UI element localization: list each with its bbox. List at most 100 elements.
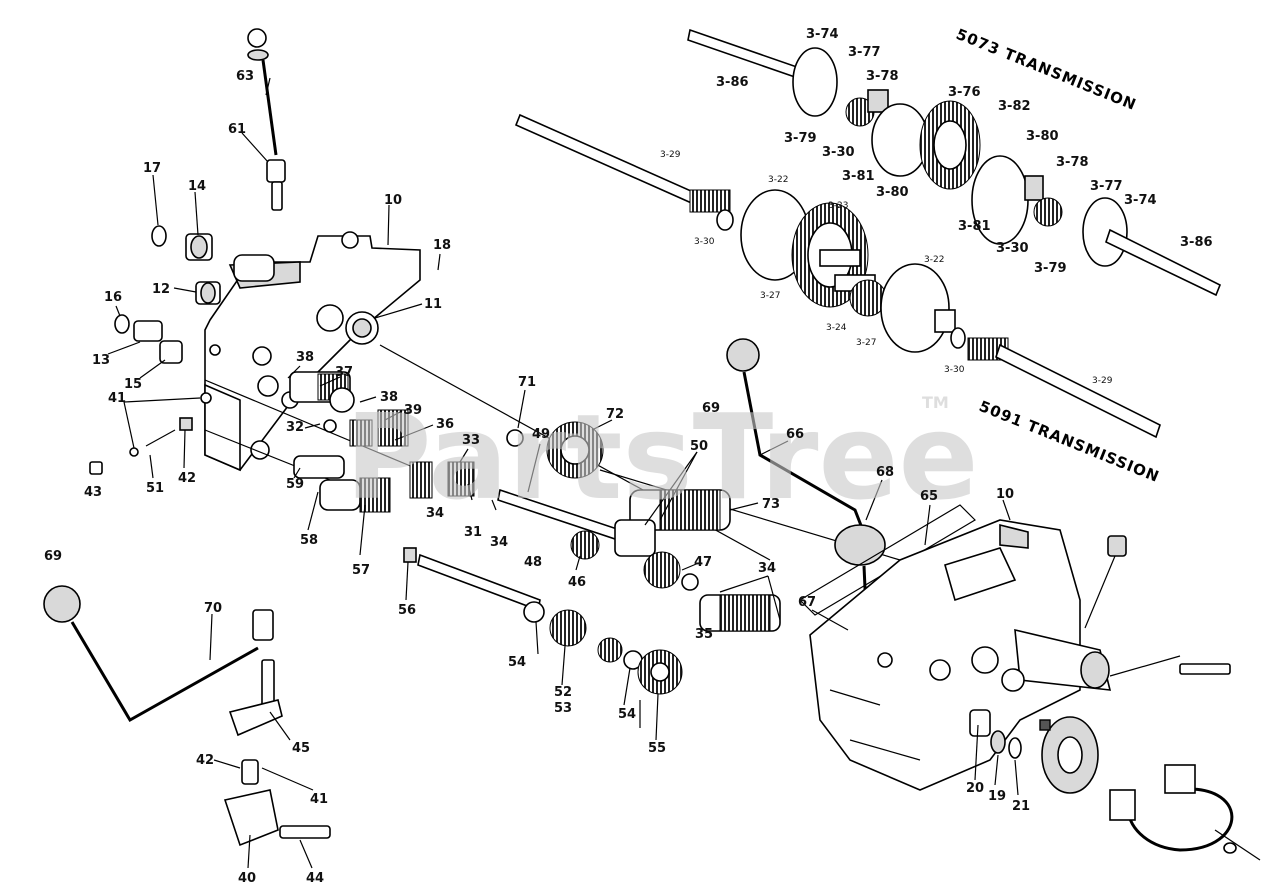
label-part-36: 36 [436, 417, 454, 432]
label-part-38: 38 [380, 390, 398, 405]
label-part-3-78: 3-78 [1056, 155, 1089, 170]
label-part-68: 68 [876, 465, 894, 480]
dipstick-assembly [247, 28, 286, 211]
label-part-40: 40 [238, 871, 256, 886]
label-part-73: 73 [762, 497, 780, 512]
watermark-trademark: TM [922, 393, 949, 412]
label-part-58: 58 [300, 533, 318, 548]
label-part-3-23: 3-23 [828, 201, 848, 211]
gasket [799, 504, 976, 616]
title-5073-transmission: 5073 TRANSMISSION [954, 25, 1140, 114]
label-part-54: 54 [618, 707, 636, 722]
label-part-3-22: 3-22 [924, 255, 944, 265]
label-part-15: 15 [124, 377, 142, 392]
label-part-72: 72 [606, 407, 624, 422]
label-part-3-74: 3-74 [1124, 193, 1157, 208]
label-part-63: 63 [236, 69, 254, 84]
label-part-3-77: 3-77 [1090, 179, 1123, 194]
bushing-stack-lower [114, 314, 183, 364]
label-part-3-30: 3-30 [822, 145, 855, 160]
label-part-3-82: 3-82 [998, 99, 1031, 114]
label-part-39: 39 [404, 403, 422, 418]
label-part-69: 69 [702, 401, 720, 416]
label-part-3-29: 3-29 [1092, 376, 1113, 386]
lower-shift-lever [43, 585, 283, 737]
label-part-17: 17 [143, 161, 161, 176]
label-part-31: 31 [464, 525, 482, 540]
label-part-59: 59 [286, 477, 304, 492]
label-part-3-79: 3-79 [784, 131, 817, 146]
label-part-3-76: 3-76 [948, 85, 981, 100]
label-part-42: 42 [178, 471, 196, 486]
label-part-3-80: 3-80 [1026, 129, 1059, 144]
label-part-3-79: 3-79 [1034, 261, 1067, 276]
label-part-43: 43 [84, 485, 102, 500]
label-part-3-29: 3-29 [660, 150, 681, 160]
label-part-3-24: 3-24 [826, 323, 847, 333]
label-part-32: 32 [286, 420, 304, 435]
label-part-3-78: 3-78 [866, 69, 899, 84]
label-part-49: 49 [532, 427, 550, 442]
detent-parts [89, 392, 212, 475]
part-labels: 10 10 11 12 13 14 15 16 17 18 19 20 21 3… [44, 69, 1030, 886]
label-part-54: 54 [508, 655, 526, 670]
label-part-10: 10 [996, 487, 1014, 502]
label-part-3-27: 3-27 [760, 291, 780, 301]
label-part-45: 45 [292, 741, 310, 756]
label-part-34: 34 [426, 506, 444, 521]
label-part-57: 57 [352, 563, 370, 578]
label-part-65: 65 [920, 489, 938, 504]
label-part-41: 41 [310, 792, 328, 807]
shift-fork-lower [223, 759, 331, 847]
label-part-52: 52 [554, 685, 572, 700]
sub-part-labels: 3-74 3-77 3-78 3-86 3-79 3-30 3-81 3-80 … [716, 27, 1213, 276]
label-part-47: 47 [694, 555, 712, 570]
right-bolt [1109, 655, 1231, 677]
label-part-50: 50 [690, 439, 708, 454]
label-part-61: 61 [228, 122, 246, 137]
label-part-69: 69 [44, 549, 62, 564]
label-part-3-22: 3-22 [768, 175, 788, 185]
label-part-3-30: 3-30 [996, 241, 1029, 256]
label-part-3-27: 3-27 [856, 338, 876, 348]
label-part-3-30: 3-30 [694, 237, 715, 247]
label-part-33: 33 [462, 433, 480, 448]
label-part-71: 71 [518, 375, 536, 390]
label-part-11: 11 [424, 297, 442, 312]
label-part-44: 44 [306, 871, 324, 886]
label-part-34: 34 [758, 561, 776, 576]
label-part-21: 21 [1012, 799, 1030, 814]
label-part-53: 53 [554, 701, 572, 716]
leader-lines [107, 77, 1019, 869]
label-part-16: 16 [104, 290, 122, 305]
label-part-41: 41 [108, 391, 126, 406]
sub-part-labels-small: 3-29 3-22 3-23 3-30 3-27 3-24 3-27 3-22 … [660, 150, 1113, 386]
label-part-12: 12 [152, 282, 170, 297]
label-part-3-86: 3-86 [716, 75, 749, 90]
label-part-70: 70 [204, 601, 222, 616]
label-part-46: 46 [568, 575, 586, 590]
label-part-37: 37 [335, 365, 353, 380]
label-part-19: 19 [988, 789, 1006, 804]
label-part-56: 56 [398, 603, 416, 618]
label-part-3-77: 3-77 [848, 45, 881, 60]
watermark-text: PartsTree [345, 388, 979, 526]
label-part-34: 34 [490, 535, 508, 550]
filler-plug [1084, 535, 1127, 629]
label-part-10: 10 [384, 193, 402, 208]
label-part-42: 42 [196, 753, 214, 768]
label-part-55: 55 [648, 741, 666, 756]
label-part-66: 66 [786, 427, 804, 442]
label-part-35: 35 [695, 627, 713, 642]
title-5091-transmission: 5091 TRANSMISSION [977, 397, 1163, 486]
label-part-67: 67 [798, 595, 816, 610]
label-part-48: 48 [524, 555, 542, 570]
right-housing [809, 519, 1112, 791]
shaft-5091 [514, 113, 1161, 439]
label-part-3-74: 3-74 [806, 27, 839, 42]
label-part-3-80: 3-80 [876, 185, 909, 200]
label-part-18: 18 [433, 238, 451, 253]
label-part-3-81: 3-81 [842, 169, 875, 184]
label-part-38: 38 [296, 350, 314, 365]
